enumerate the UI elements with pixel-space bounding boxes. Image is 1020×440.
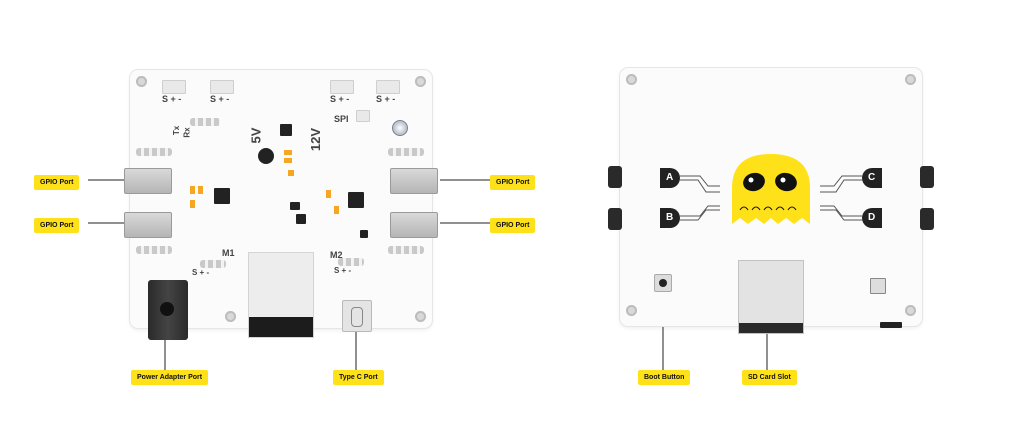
motor-driver-chip — [348, 192, 364, 208]
gpio-jack-left-bottom[interactable] — [124, 212, 172, 238]
silk-motor-label: S + - — [334, 266, 352, 275]
pad-d-label: D — [868, 212, 876, 223]
silk-12v-label: 12V — [308, 127, 324, 152]
gpio-header — [136, 246, 172, 254]
power-adapter-jack[interactable] — [148, 280, 188, 340]
ghost-mascot-icon — [724, 148, 818, 232]
mount-hole — [136, 76, 147, 87]
silk-m1-label: M1 — [222, 248, 235, 258]
regulator-chip — [280, 124, 292, 136]
smd-cap — [198, 186, 203, 194]
back-jack — [608, 166, 622, 188]
ic-chip — [360, 230, 368, 238]
gpio-header — [388, 148, 424, 156]
silk-servo-label: S + - — [330, 94, 350, 104]
smd-cap — [288, 170, 294, 176]
motor-driver-chip — [214, 188, 230, 204]
wifi-module — [248, 252, 314, 338]
pad-d: D — [862, 208, 882, 228]
smd-cap — [334, 206, 339, 214]
gpio-header — [388, 246, 424, 254]
callout-power-adapter: Power Adapter Port — [131, 370, 209, 385]
servo-connector — [210, 80, 234, 94]
gpio-header — [136, 148, 172, 156]
mount-hole — [905, 74, 916, 85]
silk-servo-label: S + - — [210, 94, 230, 104]
pad-a-label: A — [666, 172, 674, 183]
ic-chip — [880, 322, 902, 328]
pad-b-label: B — [666, 212, 674, 223]
front-board: S + - S + - S + - S + - Tx Rx 5V 12V SPI… — [124, 70, 438, 340]
servo-connector — [162, 80, 186, 94]
silk-motor-label: S + - — [192, 268, 210, 277]
callout-gpio-left-top: GPIO Port — [34, 175, 80, 190]
spi-connector — [356, 110, 370, 122]
smd-cap — [190, 200, 195, 208]
smd-cap — [284, 158, 292, 163]
mount-hole — [626, 74, 637, 85]
pad-c-label: C — [868, 172, 876, 183]
silk-m2-label: M2 — [330, 250, 343, 260]
gpio-jack-right-bottom[interactable] — [390, 212, 438, 238]
silk-spi-label: SPI — [334, 114, 349, 124]
boot-button[interactable] — [654, 274, 672, 292]
servo-connector — [376, 80, 400, 94]
smd-cap — [190, 186, 195, 194]
callout-boot-button: Boot Button — [638, 370, 691, 385]
smd-cap — [326, 190, 331, 198]
callout-type-c: Type C Port — [333, 370, 384, 385]
back-jack — [608, 208, 622, 230]
mount-hole — [905, 305, 916, 316]
silk-servo-label: S + - — [162, 94, 182, 104]
gpio-jack-right-top[interactable] — [390, 168, 438, 194]
gpio-jack-left-top[interactable] — [124, 168, 172, 194]
inductor — [258, 148, 274, 164]
back-jack — [920, 208, 934, 230]
electrolytic-capacitor — [392, 120, 408, 136]
callout-sd-card: SD Card Slot — [742, 370, 797, 385]
callout-gpio-right-top: GPIO Port — [490, 175, 536, 190]
callout-gpio-left-bottom: GPIO Port — [34, 218, 80, 233]
ic-chip — [290, 202, 300, 210]
silk-servo-label: S + - — [376, 94, 396, 104]
motor-header-m2 — [338, 258, 364, 266]
smd-cap — [284, 150, 292, 155]
callout-gpio-right-bottom: GPIO Port — [490, 218, 536, 233]
ic-chip — [296, 214, 306, 224]
back-board: A B C D — [608, 68, 934, 334]
back-jack — [920, 166, 934, 188]
pad-a: A — [660, 168, 680, 188]
mount-hole — [225, 311, 236, 322]
silk-5v-label: 5V — [248, 127, 264, 144]
mount-hole — [415, 311, 426, 322]
uart-header — [190, 118, 220, 126]
pad-c: C — [862, 168, 882, 188]
silk-tx-label: Tx — [172, 125, 182, 136]
ic-chip — [870, 278, 886, 294]
silk-rx-label: Rx — [182, 127, 192, 138]
sd-card-slot[interactable] — [738, 260, 804, 334]
motor-header-m1 — [200, 260, 226, 268]
pad-b: B — [660, 208, 680, 228]
mount-hole — [626, 305, 637, 316]
servo-connector — [330, 80, 354, 94]
back-traces — [680, 175, 862, 221]
type-c-port[interactable] — [342, 300, 372, 332]
mount-hole — [415, 76, 426, 87]
